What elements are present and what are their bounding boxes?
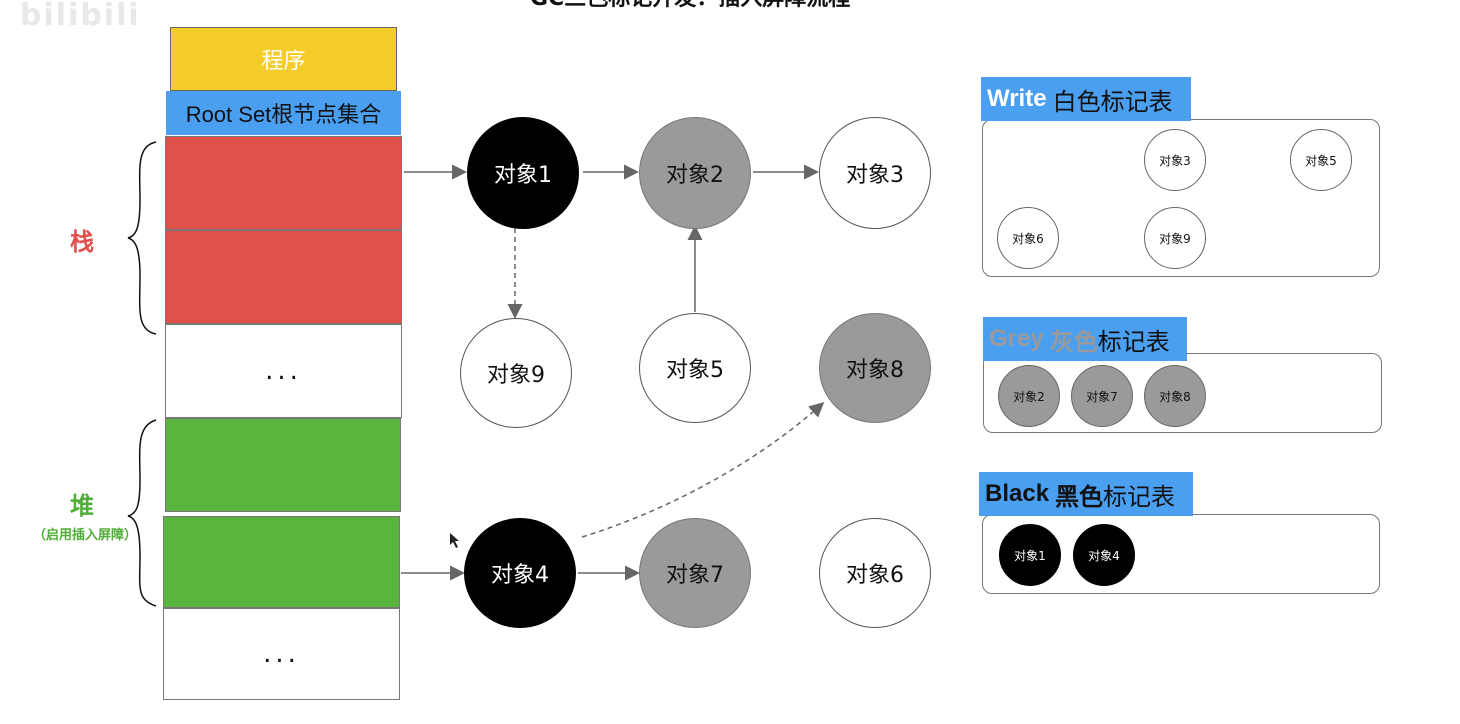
node-obj9: 对象9 <box>460 318 572 428</box>
program-box: 程序 <box>170 27 397 91</box>
white-item: 对象9 <box>1144 207 1206 269</box>
black-table-title-cn-bold: 黑色 <box>1055 482 1104 511</box>
ellipsis-text: ... <box>265 356 302 386</box>
grey-item: 对象7 <box>1071 365 1133 427</box>
white-item: 对象3 <box>1144 129 1206 191</box>
white-table-title-en: Write <box>987 85 1047 112</box>
heap-note: （启用插入屏障） <box>32 528 137 543</box>
black-item: 对象4 <box>1073 524 1135 586</box>
node-obj5: 对象5 <box>639 313 751 423</box>
page-title: GC三色标记开发：插入屏障流程 <box>530 0 930 12</box>
stack-label: 栈 <box>70 228 94 256</box>
black-table-title-cn: 标记表 <box>1103 482 1176 511</box>
node-obj2: 对象2 <box>639 117 751 229</box>
node-obj6: 对象6 <box>819 518 931 628</box>
white-table-title: Write 白色标记表 <box>981 77 1191 121</box>
black-table-title-en: Black <box>985 480 1050 507</box>
white-item: 对象6 <box>997 207 1059 269</box>
heap-label: 堆 <box>70 492 94 520</box>
grey-table-title-en: Grey <box>989 325 1044 352</box>
stack-slot-more: ... <box>165 324 402 418</box>
node-obj3: 对象3 <box>819 117 931 229</box>
grey-table-title: Grey 灰色 标记表 <box>983 317 1187 361</box>
stack-brace <box>127 141 157 335</box>
node-obj4: 对象4 <box>464 518 576 628</box>
cursor-icon <box>450 533 459 548</box>
heap-slot-1 <box>165 418 401 512</box>
ellipsis-text: ... <box>263 639 300 669</box>
node-obj1: 对象1 <box>467 117 579 229</box>
root-set-box: Root Set根节点集合 <box>166 91 401 135</box>
heap-slot-2 <box>163 516 400 608</box>
watermark: bilibili <box>20 0 141 33</box>
stack-slot-1 <box>165 136 402 230</box>
node-obj8: 对象8 <box>819 313 931 423</box>
heap-brace <box>127 419 157 607</box>
grey-item: 对象8 <box>1144 365 1206 427</box>
white-table-title-cn: 白色标记表 <box>1052 87 1173 116</box>
arrow-obj4-obj8 <box>581 401 825 538</box>
white-item: 对象5 <box>1290 129 1352 191</box>
black-table-title: Black 黑色 标记表 <box>979 472 1193 516</box>
node-obj7: 对象7 <box>639 518 751 628</box>
black-item: 对象1 <box>999 524 1061 586</box>
grey-table-title-cn-grey: 灰色 <box>1049 327 1098 356</box>
heap-slot-more: ... <box>163 608 400 700</box>
stack-slot-2 <box>165 230 402 324</box>
grey-table-title-cn: 标记表 <box>1097 327 1170 356</box>
grey-item: 对象2 <box>998 365 1060 427</box>
